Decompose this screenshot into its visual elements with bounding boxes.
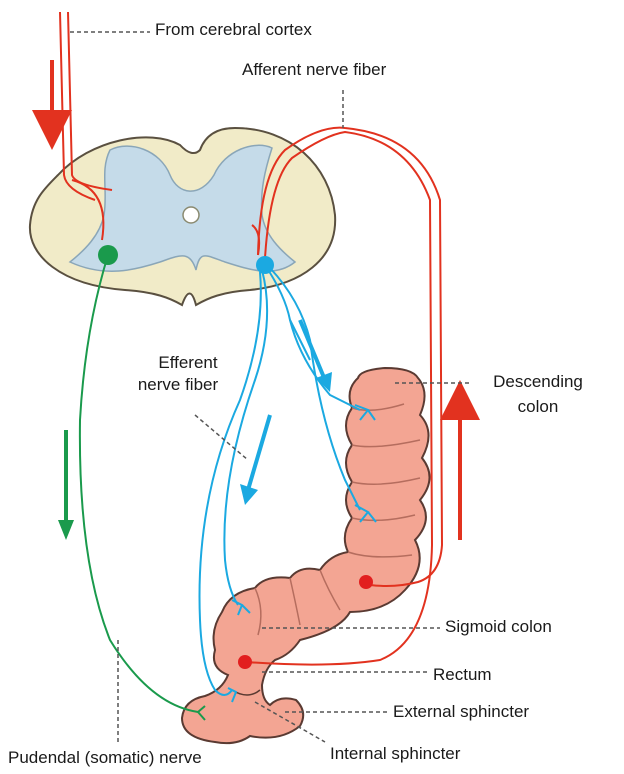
afferent-receptor-rectum: [238, 655, 252, 669]
label-afferent-nerve-fiber: Afferent nerve fiber: [242, 60, 386, 80]
label-descending-line1: Descending: [468, 372, 608, 392]
central-canal: [183, 207, 199, 223]
spinal-cord-section: [30, 128, 335, 305]
label-sigmoid-colon: Sigmoid colon: [445, 617, 552, 637]
efferent-arrow-lower: [248, 415, 270, 490]
somatic-fibers: [58, 245, 205, 720]
colon: [182, 368, 430, 743]
label-external-sphincter: External sphincter: [393, 702, 529, 722]
descending-and-sigmoid-colon: [182, 368, 430, 743]
label-pudendal-nerve: Pudendal (somatic) nerve: [8, 748, 202, 768]
label-descending-line2: colon: [468, 397, 608, 417]
label-rectum: Rectum: [433, 665, 492, 685]
label-internal-sphincter: Internal sphincter: [330, 744, 460, 764]
label-efferent-line2: nerve fiber: [118, 375, 238, 395]
label-efferent-line1: Efferent: [128, 353, 248, 373]
leader-efferent: [195, 415, 248, 460]
afferent-receptor-sigmoid: [359, 575, 373, 589]
label-from-cerebral-cortex: From cerebral cortex: [155, 20, 312, 40]
